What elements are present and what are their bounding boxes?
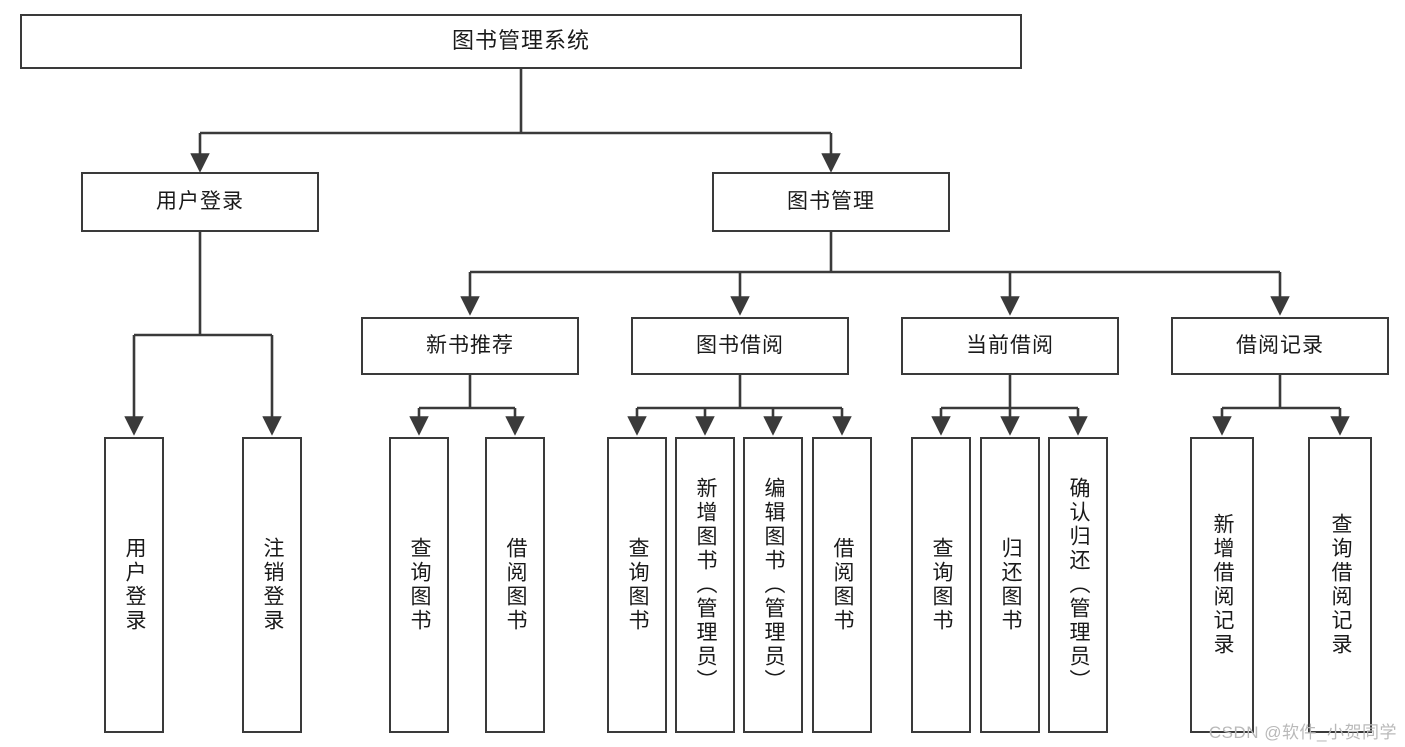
node-book-borrow[interactable]: 图书借阅 [631,317,849,375]
node-leaf-label: 新增图书（管理员） [694,477,718,693]
node-user-login[interactable]: 用户登录 [81,172,319,232]
node-leaf-label: 借阅图书 [504,537,528,633]
node-leaf-label: 编辑图书（管理员） [762,477,786,693]
node-leaf-add-borrow-record[interactable]: 新增借阅记录 [1190,437,1254,733]
node-leaf-label: 借阅图书 [831,537,855,633]
node-leaf-label: 归还图书 [999,537,1023,633]
node-leaf-label: 注销登录 [261,537,285,633]
node-root-label: 图书管理系统 [451,28,590,54]
node-leaf-label: 查询图书 [408,537,432,633]
node-leaf-label: 查询图书 [930,537,954,633]
node-leaf-user-login[interactable]: 用户登录 [104,437,164,733]
node-current-borrow-label: 当前借阅 [966,334,1054,358]
node-current-borrow[interactable]: 当前借阅 [901,317,1119,375]
node-new-book-recommend[interactable]: 新书推荐 [361,317,579,375]
node-leaf-add-book-admin[interactable]: 新增图书（管理员） [675,437,735,733]
node-user-login-label: 用户登录 [156,190,244,214]
node-leaf-logout-login[interactable]: 注销登录 [242,437,302,733]
node-borrow-record[interactable]: 借阅记录 [1171,317,1389,375]
node-borrow-record-label: 借阅记录 [1236,334,1324,358]
node-leaf-borrow-book[interactable]: 借阅图书 [812,437,872,733]
node-leaf-query-book-recommend[interactable]: 查询图书 [389,437,449,733]
node-leaf-return-book[interactable]: 归还图书 [980,437,1040,733]
node-leaf-label: 用户登录 [123,537,147,633]
node-root-book-management-system[interactable]: 图书管理系统 [20,14,1022,69]
node-leaf-label: 查询图书 [626,537,650,633]
watermark: CSDN @软件_小贺同学 [1208,723,1397,742]
node-new-book-recommend-label: 新书推荐 [426,334,514,358]
node-leaf-label: 新增借阅记录 [1211,513,1235,657]
node-leaf-query-book-borrow[interactable]: 查询图书 [607,437,667,733]
node-leaf-confirm-return-admin[interactable]: 确认归还（管理员） [1048,437,1108,733]
node-book-borrow-label: 图书借阅 [696,334,784,358]
node-leaf-query-book-current[interactable]: 查询图书 [911,437,971,733]
node-book-management[interactable]: 图书管理 [712,172,950,232]
node-book-management-label: 图书管理 [787,190,875,214]
node-leaf-edit-book-admin[interactable]: 编辑图书（管理员） [743,437,803,733]
node-leaf-label: 查询借阅记录 [1329,513,1353,657]
node-leaf-borrow-book-recommend[interactable]: 借阅图书 [485,437,545,733]
node-leaf-query-borrow-record[interactable]: 查询借阅记录 [1308,437,1372,733]
node-leaf-label: 确认归还（管理员） [1067,477,1091,693]
